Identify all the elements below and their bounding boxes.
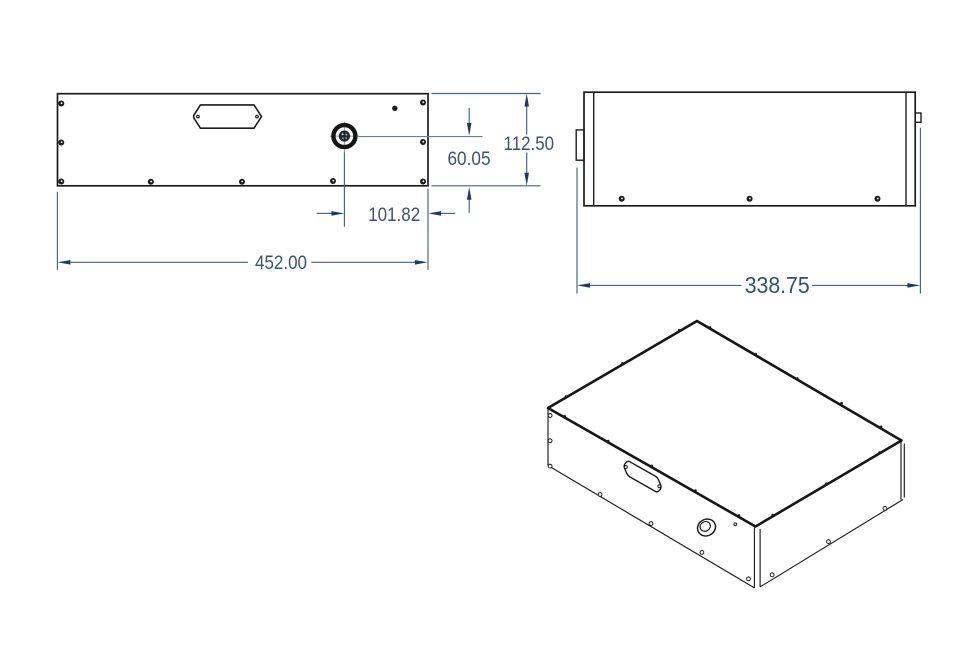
svg-text:60.05: 60.05 — [448, 149, 491, 170]
svg-text:452.00: 452.00 — [255, 253, 307, 274]
svg-text:101.82: 101.82 — [368, 205, 420, 226]
svg-text:338.75: 338.75 — [745, 272, 810, 298]
svg-text:112.50: 112.50 — [504, 134, 555, 155]
